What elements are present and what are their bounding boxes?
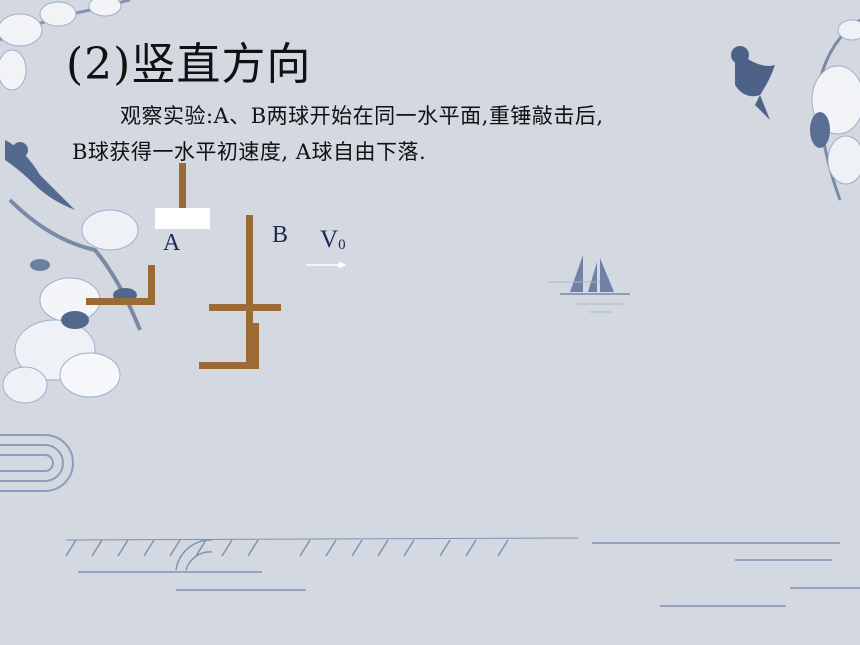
left-bracket-vertical: [148, 265, 155, 305]
bird-top-right-icon: [731, 46, 775, 120]
base-bar: [199, 362, 259, 369]
description-line-1: 观察实验:A、B两球开始在同一水平面,重锤敲击后,: [120, 104, 604, 128]
velocity-arrow-icon: [306, 261, 347, 269]
center-post: [246, 215, 253, 366]
velocity-subscript: 0: [338, 237, 346, 253]
flower-branch-right-icon: [810, 18, 860, 201]
lower-post: [252, 323, 259, 368]
label-ball-b: B: [272, 222, 289, 248]
description-line-2: B球获得一水平初速度, A球自由下落.: [72, 140, 427, 164]
flower-branch-top-left-icon: [0, 0, 131, 91]
sailboat-icon: [548, 255, 630, 313]
slide-title: (2)竖直方向: [66, 39, 312, 90]
velocity-symbol: V: [320, 226, 339, 253]
label-ball-a: A: [163, 230, 181, 256]
ball-a-block: [155, 208, 210, 229]
ring-ornament-icon: [0, 434, 74, 492]
hammer-rod: [179, 163, 186, 208]
left-bracket-horizontal: [86, 298, 155, 305]
center-crossbar: [209, 304, 281, 311]
label-initial-velocity: V0: [320, 226, 346, 254]
ink-lines-decoration: [65, 537, 860, 607]
bird-top-left-icon: [5, 140, 75, 210]
